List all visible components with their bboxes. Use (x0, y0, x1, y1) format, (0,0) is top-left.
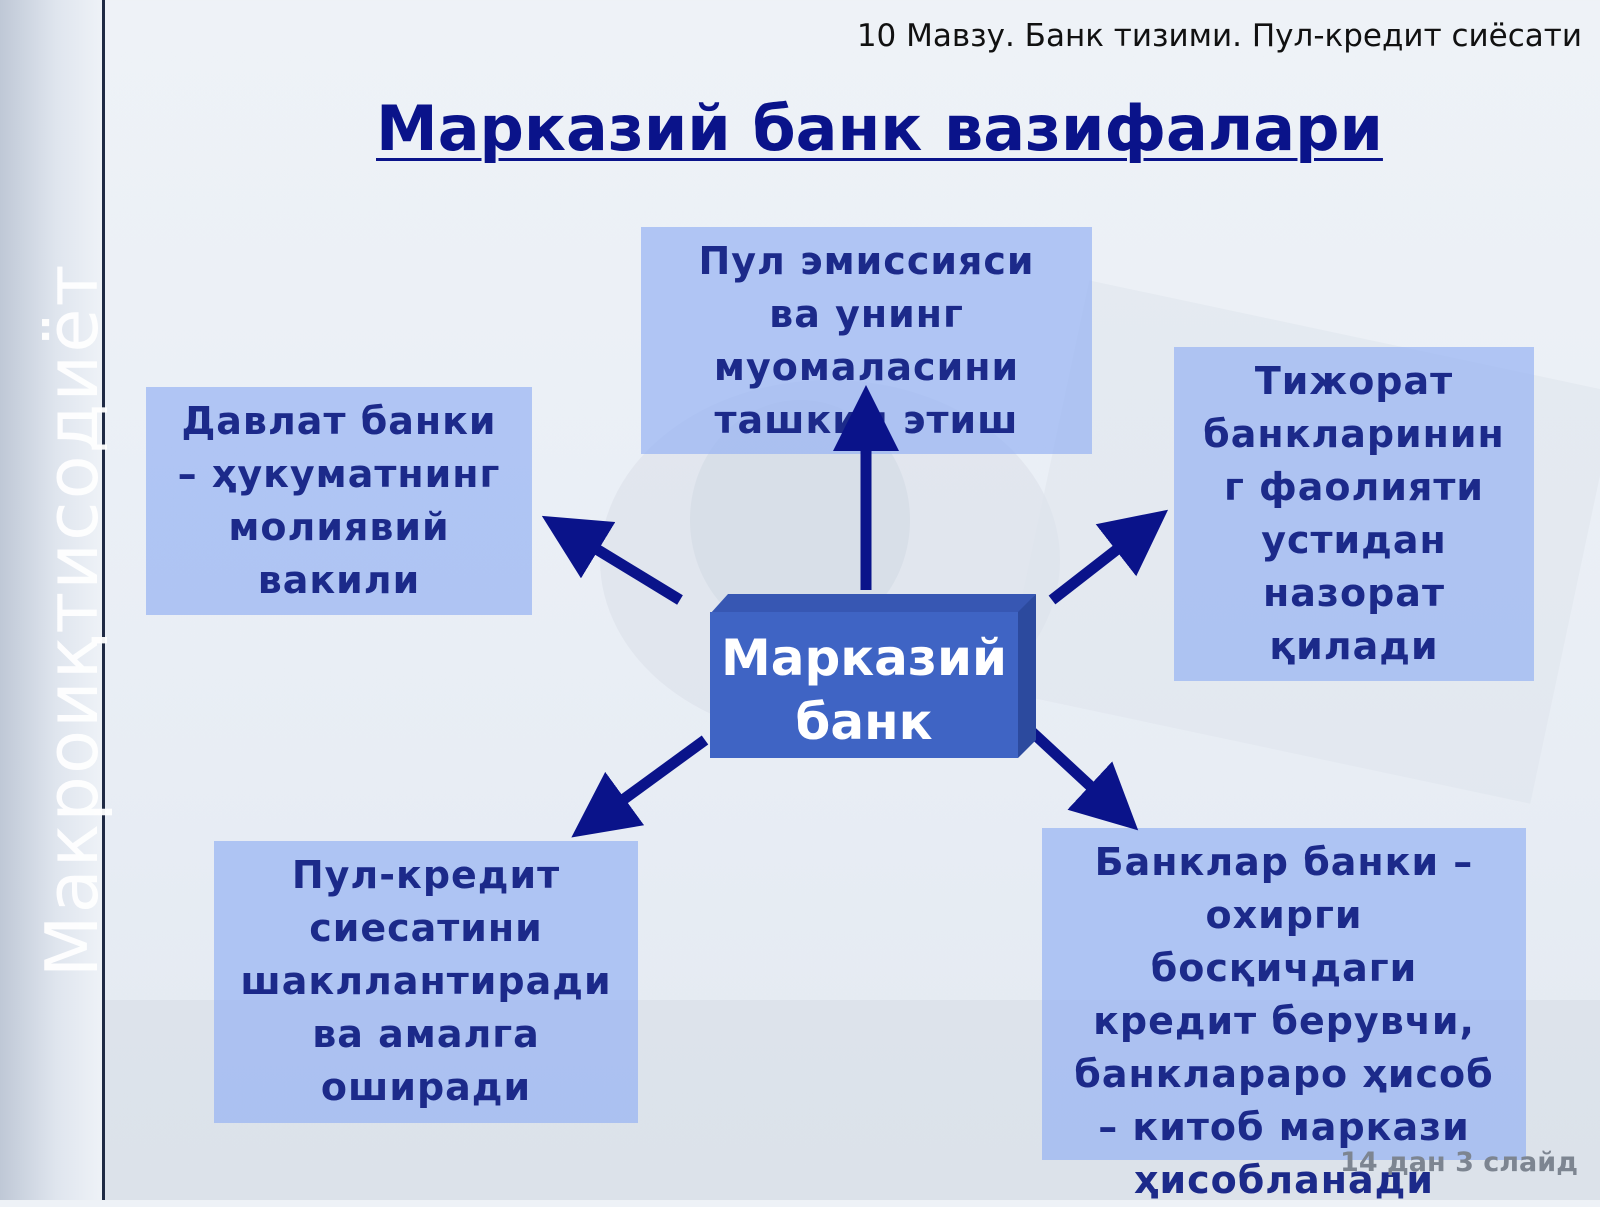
topic-header: 10 Мавзу. Банк тизими. Пул-кредит сиёсат… (856, 18, 1582, 54)
arrow-to-left (541, 515, 683, 605)
node-bottom-left: Пул-кредит сиесатини шакллантиради ва ам… (214, 841, 638, 1123)
node-top-label: Пул эмиссияси ва унинг муомаласини ташки… (698, 239, 1035, 442)
center-node: Марказий банк (710, 612, 1018, 758)
node-right: Тижорат банкларинин г фаолияти устидан н… (1174, 347, 1534, 681)
node-bottom-left-label: Пул-кредит сиесатини шакллантиради ва ам… (240, 853, 612, 1109)
node-left: Давлат банки – ҳукуматнинг молиявий ваки… (146, 387, 532, 615)
center-box-top-face (710, 594, 1036, 614)
center-node-label: Марказий банк (720, 629, 1008, 751)
node-right-label: Тижорат банкларинин г фаолияти устидан н… (1203, 359, 1505, 668)
sidebar-strip: Макроиқтисодиёт (0, 0, 114, 1200)
arrow-to-bottom-right (1028, 727, 1139, 831)
arrow-to-bottom-left (571, 735, 709, 838)
node-top: Пул эмиссияси ва унинг муомаласини ташки… (641, 227, 1092, 454)
page-title: Марказий банк вазифалари (376, 92, 1383, 165)
center-box-side-face (1018, 594, 1036, 758)
node-left-label: Давлат банки – ҳукуматнинг молиявий ваки… (177, 399, 501, 602)
arrow-to-right (1048, 509, 1169, 605)
node-bottom-right: Банклар банки – охирги босқичдаги кредит… (1042, 828, 1526, 1202)
node-bottom-right-label: Банклар банки – охирги босқичдаги кредит… (1074, 840, 1494, 1202)
slide-number: 14 дан 3 слайд (1340, 1147, 1578, 1178)
sidebar-vertical-text: Макроиқтисодиёт (30, 262, 114, 978)
